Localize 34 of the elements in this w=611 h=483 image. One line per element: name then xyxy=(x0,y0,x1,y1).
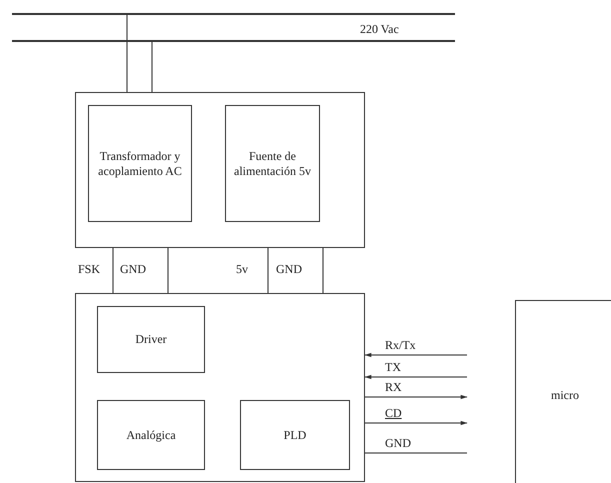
module-box xyxy=(75,293,365,482)
block-box xyxy=(225,105,320,222)
signal-label: CD xyxy=(385,406,402,420)
module-box xyxy=(75,92,365,248)
block-label: PLD xyxy=(284,428,306,442)
block-label: Transformador y acoplamiento AC xyxy=(97,148,183,178)
power-line xyxy=(12,40,455,42)
block-box xyxy=(97,306,205,373)
pin-label: GND xyxy=(276,262,302,276)
power-line xyxy=(12,13,455,14)
signal-label: RX xyxy=(385,380,402,394)
connector-line xyxy=(364,452,468,454)
arrow xyxy=(364,420,468,426)
arrow xyxy=(364,352,468,358)
connector-line xyxy=(322,248,324,294)
signal-label: Rx/Tx xyxy=(385,338,416,352)
signal-label: TX xyxy=(385,360,401,374)
voltage-label: 220 Vac xyxy=(360,22,399,36)
block-box xyxy=(97,400,205,470)
arrow xyxy=(364,394,468,400)
signal-label: GND xyxy=(385,436,411,450)
block-box xyxy=(88,105,192,222)
connector-line xyxy=(112,248,114,294)
block-label: Driver xyxy=(135,332,167,347)
pin-label: FSK xyxy=(78,262,100,276)
pin-label: GND xyxy=(120,262,146,276)
block-box xyxy=(515,300,611,483)
connector-line xyxy=(126,14,128,92)
block-label: Fuente de alimentación 5v xyxy=(233,148,312,178)
arrow xyxy=(364,374,468,380)
block-label: micro xyxy=(551,388,579,402)
pin-label: 5v xyxy=(236,262,248,276)
block-label: Analógica xyxy=(126,428,176,442)
block-box xyxy=(240,400,350,470)
